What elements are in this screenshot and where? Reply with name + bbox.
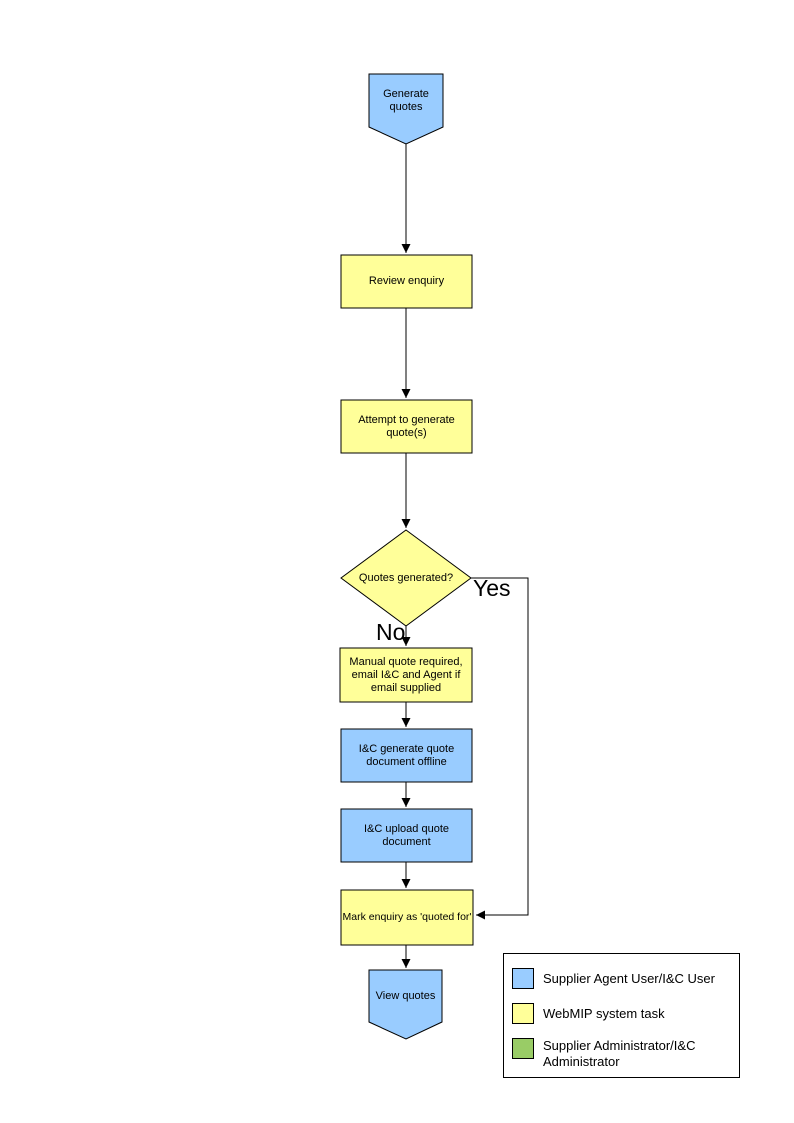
node-mark-label: Mark enquiry as 'quoted for' — [342, 911, 472, 924]
node-mark-shape — [340, 889, 474, 946]
node-decision-label: Quotes generated? — [358, 571, 454, 584]
blue-swatch-icon — [512, 968, 534, 989]
legend: Supplier Agent User/I&C User WebMIP syst… — [503, 953, 740, 1078]
node-decision-shape — [340, 529, 472, 627]
node-review-shape — [340, 254, 473, 309]
node-offline-label: I&C generate quote document offline — [358, 742, 455, 768]
node-attempt-label: Attempt to generate quote(s) — [358, 413, 455, 439]
legend-label-agent-user: Supplier Agent User/I&C User — [543, 970, 715, 986]
node-review-label: Review enquiry — [368, 275, 445, 287]
node-manual-shape — [339, 647, 473, 703]
legend-label-administrator: Supplier Administrator/I&C Administrator — [543, 1038, 696, 1069]
legend-swatch-green — [512, 1038, 534, 1059]
legend-swatch-blue — [512, 968, 534, 989]
legend-item-agent-user: Supplier Agent User/I&C User — [512, 968, 735, 989]
green-swatch-icon — [512, 1038, 534, 1059]
edge-label-no: No — [376, 619, 406, 645]
node-upload-shape — [340, 808, 473, 863]
node-end-shape — [368, 969, 443, 1040]
node-start-label: Generate quotes — [383, 87, 429, 113]
legend-item-administrator: Supplier Administrator/I&C Administrator — [512, 1038, 735, 1070]
node-offline-shape — [340, 728, 473, 783]
legend-swatch-yellow — [512, 1003, 534, 1024]
node-attempt-shape — [340, 399, 473, 454]
legend-label-system-task: WebMIP system task — [543, 1005, 665, 1021]
node-manual-label: Manual quote required, email I&C and Age… — [349, 655, 463, 694]
edge-label-yes: Yes — [473, 575, 511, 601]
edge-decision-yes — [471, 577, 529, 920]
node-end-label: View quotes — [375, 989, 436, 1002]
node-start-shape — [368, 73, 444, 145]
legend-item-system-task: WebMIP system task — [512, 1003, 735, 1024]
yellow-swatch-icon — [512, 1003, 534, 1024]
node-upload-label: I&C upload quote document — [363, 822, 449, 848]
